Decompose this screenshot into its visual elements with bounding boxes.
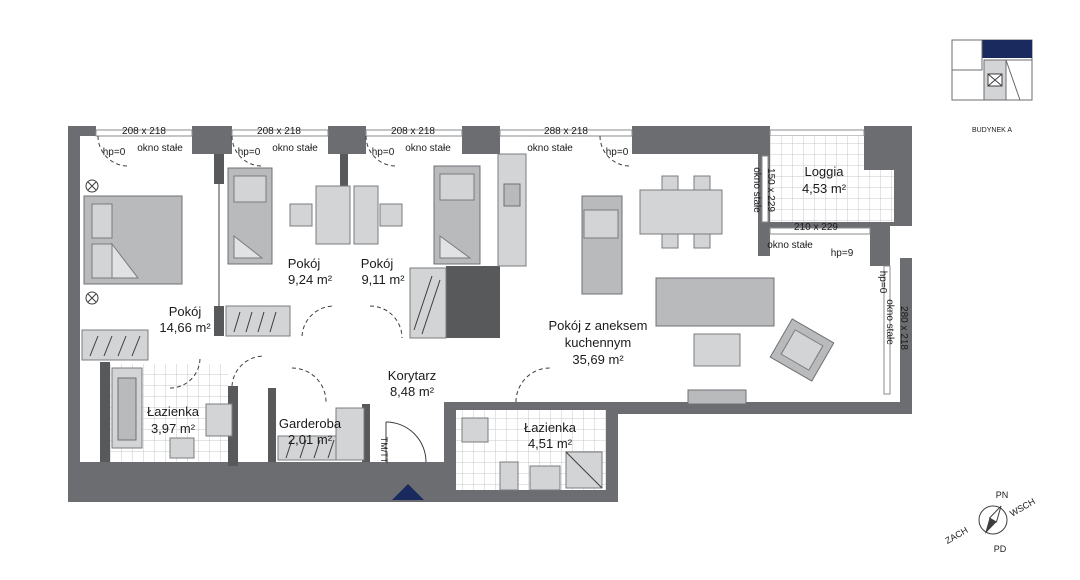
compass-south: PD (994, 544, 1007, 554)
room-area-loggia: 4,53 m² (802, 181, 847, 196)
building-label: BUDYNEK A (972, 127, 1012, 134)
window-1-size: 208 x 218 (122, 126, 166, 137)
entrance-arrow (392, 484, 424, 500)
compass-north: PN (996, 490, 1009, 500)
room-area-corridor: 8,48 m² (390, 384, 435, 399)
room-name-bath-right: Łazienka (524, 420, 577, 435)
window-5-size: 150 x 229 (765, 168, 776, 212)
window-2-type: okno stałe (272, 143, 318, 154)
room-area-wardrobe: 2,01 m² (288, 432, 333, 447)
room-area-large: 14,66 m² (159, 320, 211, 335)
compass-east: WSCH (1008, 496, 1037, 518)
room-name-salon-1: Pokój z aneksem (549, 318, 648, 333)
room-name-large: Pokój (169, 304, 202, 319)
room-area-bath-left: 3,97 m² (151, 421, 196, 436)
loggia-floor (770, 136, 864, 222)
compass-west: ZACH (943, 525, 969, 546)
window-2-size: 208 x 218 (257, 126, 301, 137)
salon-furniture (497, 153, 835, 405)
window-4-size: 288 x 218 (544, 126, 588, 137)
key-plan: BUDYNEK A (951, 39, 1033, 134)
window-1-hp: hp=0 (103, 147, 126, 158)
window-2-hp: hp=0 (238, 147, 261, 158)
room-labels: Pokój 14,66 m² Pokój 9,24 m² Pokój 9,11 … (147, 164, 847, 451)
room-name-small: Pokój (361, 256, 394, 271)
window-1-type: okno stałe (137, 143, 183, 154)
window-4-type: okno stałe (527, 143, 573, 154)
mid-room-furniture (225, 167, 403, 337)
compass: PN WSCH PD ZACH (943, 490, 1037, 554)
room-area-bath-right: 4,51 m² (528, 436, 573, 451)
window-7-type: okno stałe (884, 299, 895, 345)
window-7-hp: hp=0 (877, 271, 888, 294)
room-name-salon-2: kuchennym (565, 335, 631, 350)
room-name-loggia: Loggia (804, 164, 844, 179)
window-lines (95, 129, 891, 395)
big-room-furniture (81, 179, 183, 361)
window-4-hp: hp=0 (606, 147, 629, 158)
exterior-walls (68, 126, 912, 502)
window-6-size: 210 x 229 (794, 222, 838, 233)
window-labels: 208 x 218 hp=0 okno stałe 208 x 218 hp=0… (103, 126, 909, 464)
room-area-small: 9,11 m² (361, 272, 405, 287)
room-name-corridor: Korytarz (388, 368, 436, 383)
room-name-wardrobe: Garderoba (279, 416, 342, 431)
bathroom-fixtures (111, 367, 603, 491)
window-6-type: okno stałe (767, 240, 813, 251)
window-3-type: okno stałe (405, 143, 451, 154)
doors (97, 135, 631, 463)
window-6-hp: hp=9 (831, 248, 854, 259)
window-5-type: okno stałe (751, 167, 762, 213)
room-name-mid: Pokój (288, 256, 321, 271)
small-room-furniture (409, 165, 481, 339)
window-3-hp: hp=0 (372, 147, 395, 158)
room-area-mid: 9,24 m² (288, 272, 333, 287)
room-name-bath-left: Łazienka (147, 404, 200, 419)
loggia-floor-ext (864, 170, 894, 222)
room-area-salon: 35,69 m² (572, 352, 624, 367)
window-7-size: 280 x 218 (898, 306, 909, 350)
window-3-size: 208 x 218 (391, 126, 435, 137)
tmt-label: TM/TT (379, 437, 389, 464)
